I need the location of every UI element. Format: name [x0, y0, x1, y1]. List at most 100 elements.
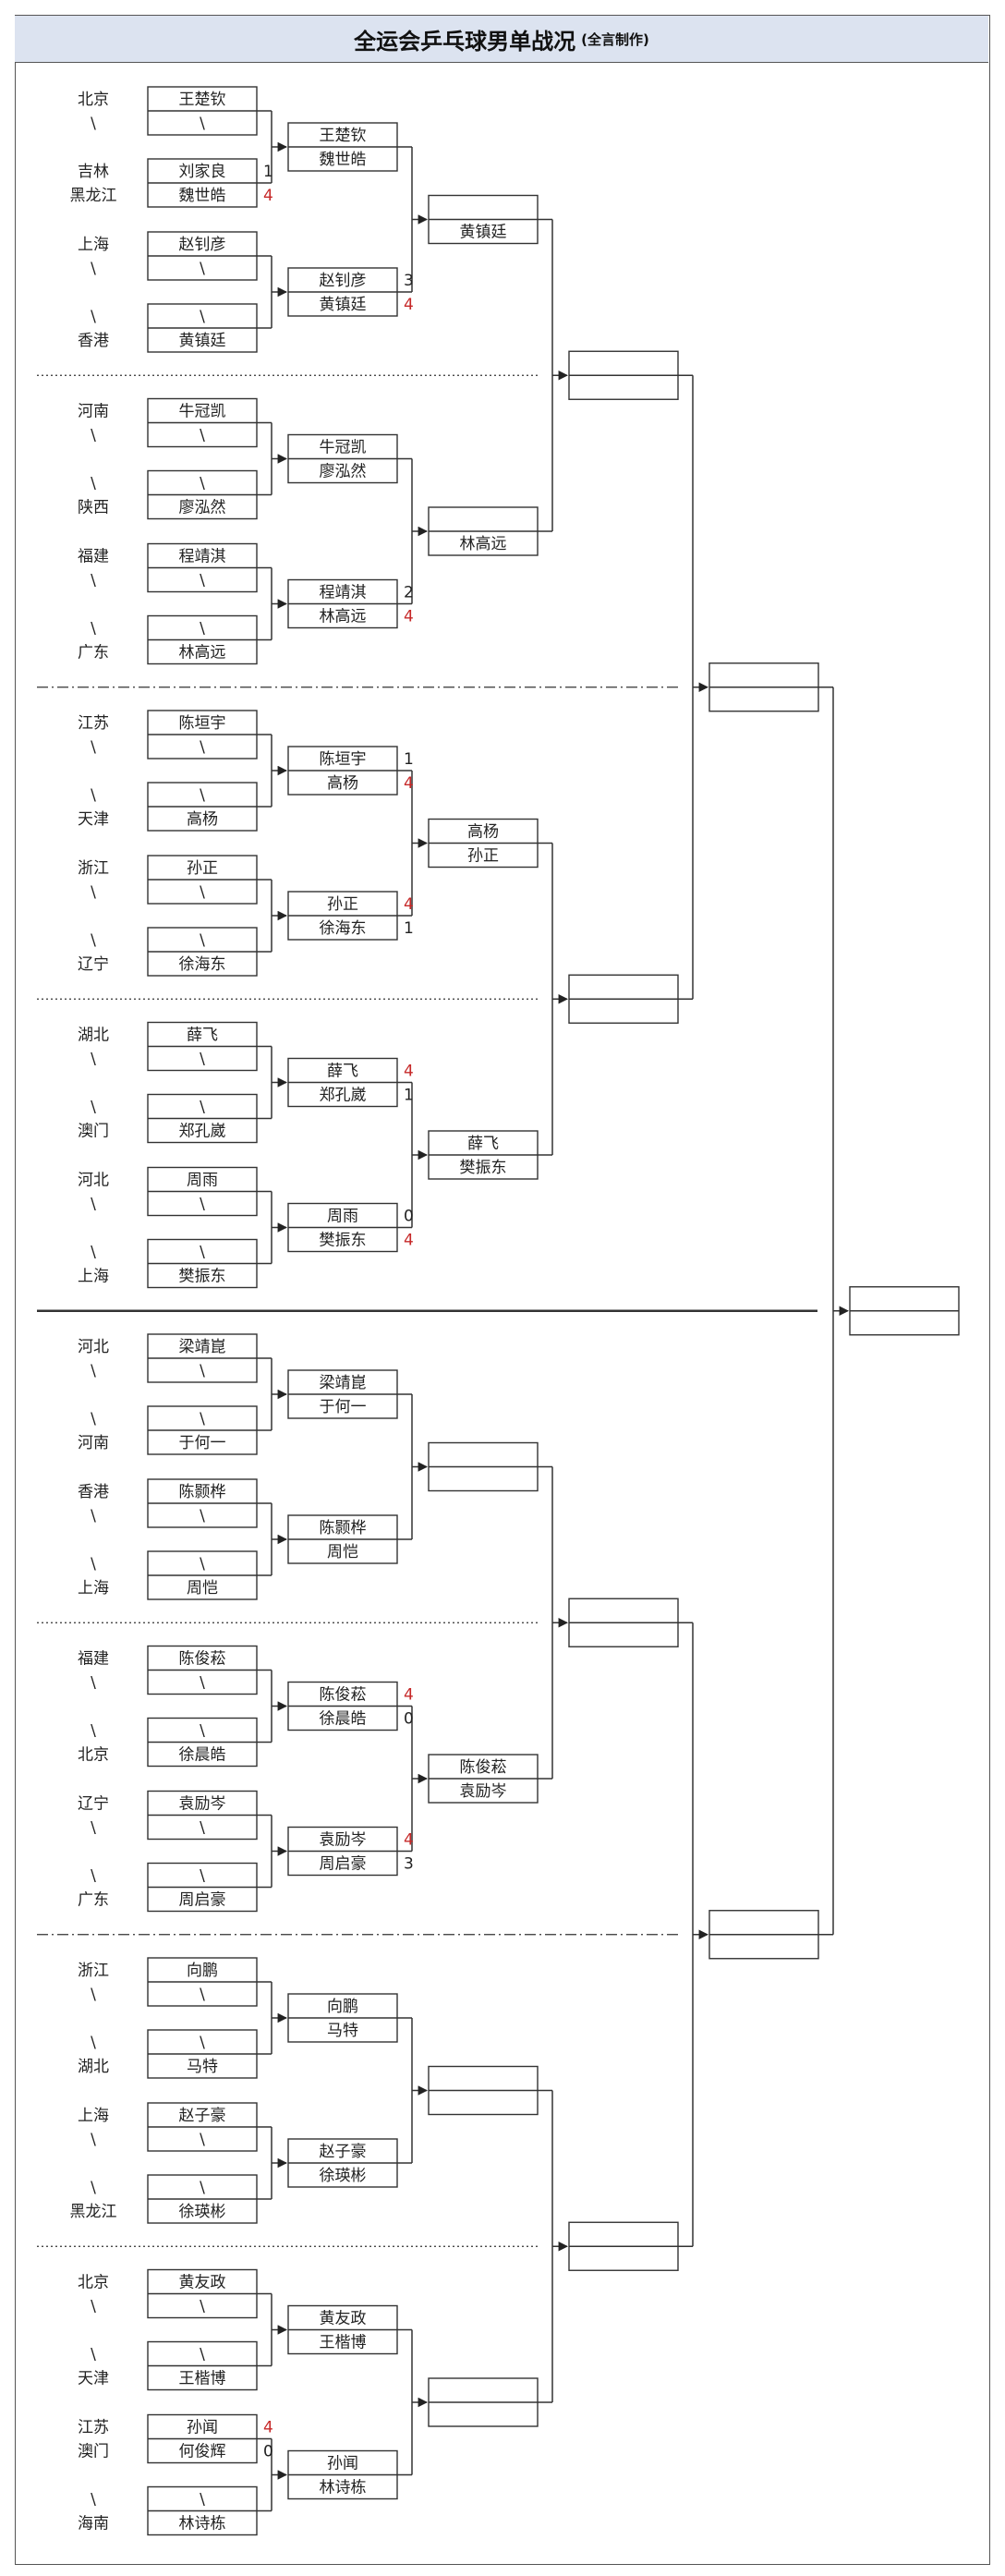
player-name: 薛飞 [467, 1135, 499, 1153]
player-name: 牛冠凯 [320, 439, 367, 457]
player-name: 陈颢桦 [179, 1483, 226, 1501]
province-label: 广东 [78, 644, 109, 662]
player-name: 赵子豪 [179, 2106, 226, 2125]
province-label: 吉林 [78, 163, 109, 181]
province-label: 北京 [78, 2274, 109, 2292]
player-name: 魏世皓 [179, 187, 226, 205]
player-name: \ [200, 2179, 205, 2197]
player-name: \ [200, 1410, 205, 1428]
player-name: 陈俊菘 [320, 1686, 367, 1705]
player-name: \ [200, 1196, 205, 1214]
player-name: 周启豪 [320, 1854, 367, 1874]
player-name: 徐瑛彬 [320, 2167, 367, 2185]
player-name: 徐海东 [320, 919, 367, 938]
province-label: \ [91, 2034, 96, 2052]
player-name: 林诗栋 [320, 2479, 367, 2497]
player-name: 王楷博 [320, 2334, 367, 2352]
province-label: \ [91, 2179, 96, 2197]
player-name: 牛冠凯 [179, 403, 226, 421]
player-name: 梁靖崑 [320, 1374, 367, 1392]
province-label: 江苏 [78, 2419, 109, 2437]
province-label: 江苏 [78, 714, 109, 733]
player-name: 郑孔崴 [320, 1087, 367, 1105]
province-label: 上海 [78, 1579, 109, 1598]
province-label: \ [91, 1867, 96, 1886]
player-name: 刘家良 [179, 163, 226, 181]
player-name: 周恺 [187, 1579, 218, 1598]
match-score: 0 [263, 2443, 273, 2461]
player-name: \ [200, 572, 205, 590]
player-name: 于何一 [320, 1398, 367, 1416]
player-name: 王楷博 [179, 2370, 226, 2388]
player-name: \ [200, 2346, 205, 2364]
player-name: 黄友政 [179, 2274, 226, 2292]
player-name: \ [200, 1099, 205, 1117]
province-label: 陕西 [78, 499, 109, 517]
province-label: 河北 [78, 1338, 109, 1356]
match-score: 4 [404, 774, 414, 793]
player-name: 林高远 [460, 535, 507, 553]
province-label: 澳门 [78, 2443, 109, 2461]
player-name: \ [200, 1507, 205, 1525]
player-name: \ [200, 115, 205, 133]
match-score: 1 [263, 163, 273, 181]
player-name: 樊振东 [179, 1268, 226, 1286]
province-label: \ [91, 1244, 96, 1262]
player-name: 徐晨皓 [179, 1746, 226, 1765]
player-name: 马特 [327, 2022, 358, 2040]
province-label: 湖北 [78, 1027, 109, 1045]
page-title: 全运会乒乓球男单战况 [354, 28, 576, 55]
province-label: 天津 [78, 2370, 109, 2388]
player-name: 林诗栋 [179, 2515, 226, 2533]
province-label: \ [91, 1507, 96, 1525]
player-name: \ [200, 1362, 205, 1380]
match-score: 1 [404, 919, 414, 938]
match-score: 4 [404, 296, 414, 314]
province-label: \ [91, 1362, 96, 1380]
province-label: 广东 [78, 1891, 109, 1910]
match-score: 4 [404, 1063, 414, 1081]
province-label: \ [91, 1410, 96, 1428]
title-bar: 全运会乒乓球男单战况 (全言制作) [15, 15, 988, 63]
player-name: \ [200, 738, 205, 757]
province-label: 浙江 [78, 1962, 109, 1980]
player-name: \ [200, 1051, 205, 1069]
player-name: 周雨 [187, 1172, 218, 1190]
province-label: \ [91, 931, 96, 950]
player-name: \ [200, 427, 205, 445]
player-name: 梁靖崑 [179, 1338, 226, 1356]
province-label: 湖北 [78, 2058, 109, 2076]
player-name: 程靖淇 [320, 584, 367, 602]
province-label: \ [91, 427, 96, 445]
match-score: 2 [404, 584, 414, 602]
player-name: 孙正 [327, 895, 358, 914]
player-name: 黄镇廷 [179, 332, 226, 350]
player-name: 孙闻 [327, 2455, 358, 2473]
province-label: 北京 [78, 91, 109, 109]
province-label: 海南 [78, 2515, 109, 2533]
player-name: 向鹏 [187, 1962, 218, 1980]
match-score: 4 [404, 895, 414, 914]
match-score: 3 [404, 272, 414, 290]
province-label: 上海 [78, 2107, 109, 2125]
player-name: 黄友政 [320, 2310, 367, 2328]
player-name: 樊振东 [460, 1159, 507, 1177]
player-name: \ [200, 308, 205, 326]
province-label: \ [91, 2298, 96, 2316]
match-score: 4 [263, 2419, 273, 2437]
player-name: 陈俊菘 [179, 1650, 226, 1669]
province-label: 浙江 [78, 859, 109, 878]
province-label: \ [91, 738, 96, 757]
province-label: 河南 [78, 1434, 109, 1452]
player-name: 王楚钦 [320, 127, 367, 145]
match-score: 1 [404, 750, 414, 769]
province-label: \ [91, 1196, 96, 1214]
province-label: \ [91, 1819, 96, 1838]
player-name: \ [200, 1722, 205, 1741]
player-name: 孙闻 [187, 2419, 218, 2437]
player-name: \ [200, 260, 205, 278]
province-label: 香港 [78, 1483, 109, 1501]
player-name: 周恺 [327, 1543, 358, 1561]
player-name: 赵子豪 [320, 2142, 367, 2161]
